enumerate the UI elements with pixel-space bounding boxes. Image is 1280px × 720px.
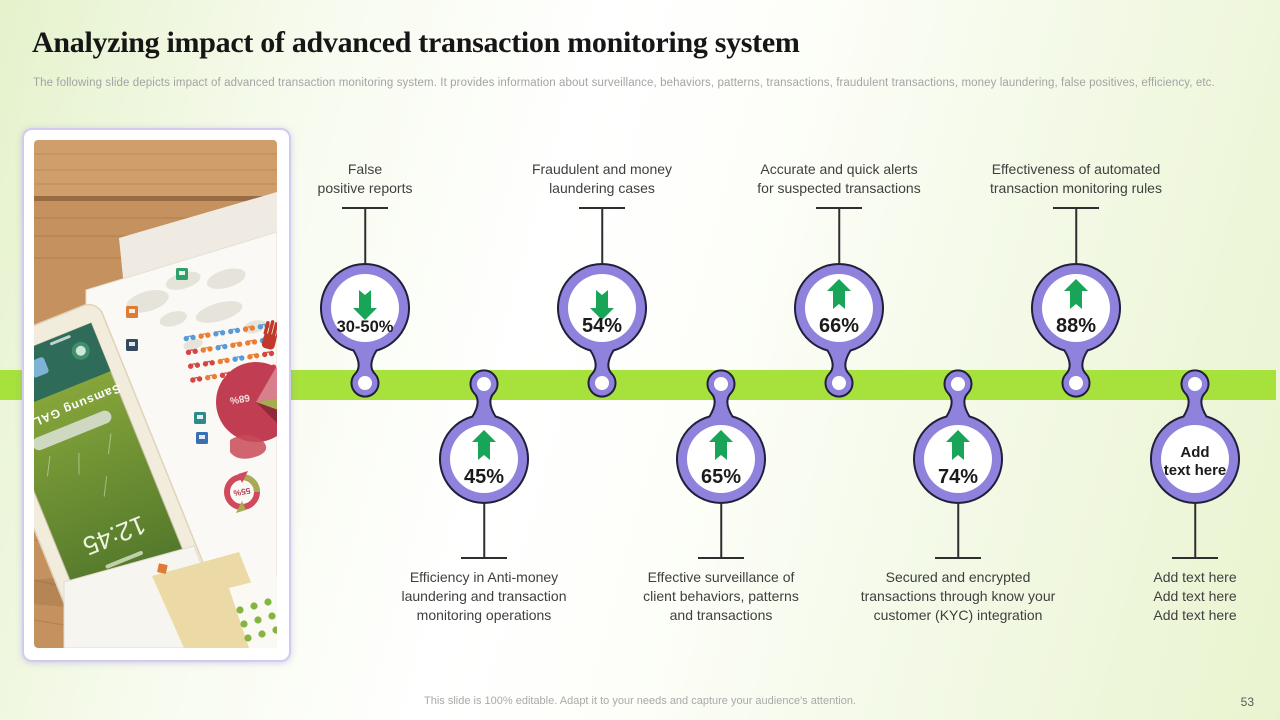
metric-value: 66% [819,315,859,337]
metric-value: 30-50% [337,318,394,336]
connector-bar [461,557,507,559]
placeholder-text: Add [1180,444,1209,461]
connector-bar [935,557,981,559]
page-subtitle: The following slide depicts impact of ad… [33,77,1215,89]
connector-bar [1172,557,1218,559]
connector-bar [579,207,625,209]
up-arrow-icon [709,430,733,460]
metric-value: 45% [464,466,504,488]
metric-medallion-client-surveillance: 65% [676,369,766,504]
down-arrow-icon [590,290,614,320]
desk-photo: 68% 14% 55% [22,128,291,662]
connector-bar [342,207,388,209]
up-arrow-icon [827,279,851,309]
connector-bar [1053,207,1099,209]
metric-medallion-false-positive-reports: 30-50% [320,263,410,398]
connector-bar [698,557,744,559]
metric-medallion-fraud-money-laundering-cases: 54% [557,263,647,398]
metric-medallion-aml-efficiency: 45% [439,369,529,504]
metric-value: 88% [1056,315,1096,337]
page-number: 53 [1240,695,1254,709]
page-title: Analyzing impact of advanced transaction… [32,26,800,59]
metric-value: 74% [938,466,978,488]
hand-icon-print [261,320,277,350]
up-arrow-icon [1064,279,1088,309]
desk-photo-illustration: 68% 14% 55% [34,140,277,648]
red-map-print [230,435,267,459]
pie-chart-print: 68% 14% [216,362,277,442]
footer-note: This slide is 100% editable. Adapt it to… [424,695,856,707]
green-dots-print [236,598,277,642]
connector-line [1075,209,1077,263]
metric-medallion-automated-rule-effectiveness: 88% [1031,263,1121,398]
connector-line [483,504,485,558]
connector-line [364,209,366,263]
connector-line [720,504,722,558]
svg-text:55%: 55% [232,486,251,499]
connector-line [838,209,840,263]
map-pins [126,268,208,444]
connector-line [957,504,959,558]
svg-text:68%: 68% [229,391,251,405]
stat-ring-print: 55% [224,471,260,513]
world-map-print [126,268,267,350]
metric-medallion-accurate-quick-alerts: 66% [794,263,884,398]
connector-line [1194,504,1196,558]
down-arrow-icon [353,290,377,320]
metric-value: 54% [582,315,622,337]
up-arrow-icon [946,430,970,460]
metric-medallion-kyc-integration: 74% [913,369,1003,504]
metric-value: 65% [701,466,741,488]
placeholder-text: text here [1164,462,1227,479]
connector-bar [816,207,862,209]
connector-line [601,209,603,263]
up-arrow-icon [472,430,496,460]
